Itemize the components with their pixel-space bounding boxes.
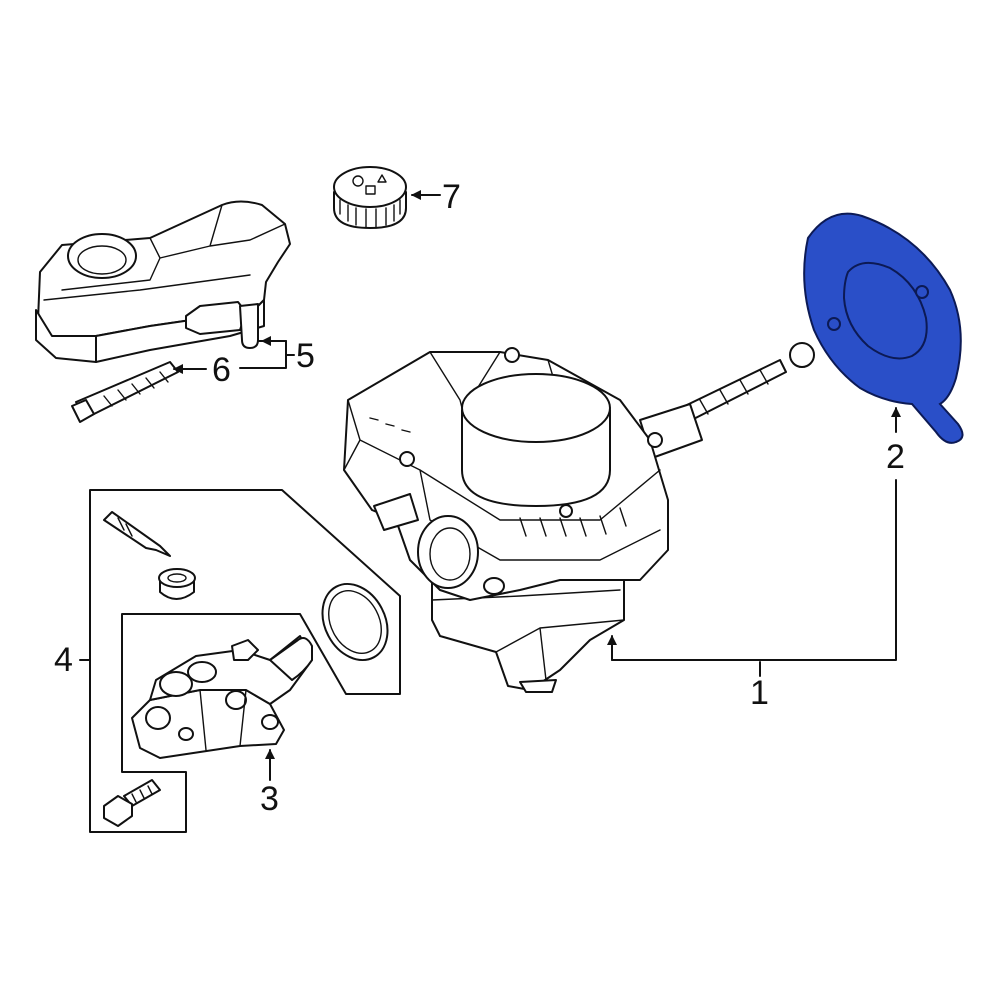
- fluid-level-sensor-part[interactable]: [71, 361, 179, 423]
- master-cylinder-part[interactable]: [131, 635, 313, 759]
- gasket-bolt-hole-lower: [827, 317, 841, 331]
- kit-bolt-part[interactable]: [103, 779, 161, 827]
- kit-pin-part[interactable]: [103, 511, 171, 557]
- brake-booster-part[interactable]: [343, 342, 815, 693]
- gasket-center-hole: [842, 261, 928, 360]
- callout-1-label: 1: [750, 674, 769, 712]
- reservoir-cap-part[interactable]: [333, 166, 407, 229]
- booster-gasket-part[interactable]: [803, 212, 964, 444]
- kit-o-ring-part[interactable]: [310, 573, 401, 672]
- brake-fluid-reservoir-part[interactable]: [35, 200, 291, 363]
- kit-grommet-part[interactable]: [158, 568, 196, 600]
- gasket-bolt-hole-upper: [915, 285, 929, 299]
- callout-2-label: 2: [886, 438, 905, 476]
- repair-kit-frame: [89, 489, 401, 833]
- callout-5-label: 5: [296, 337, 315, 375]
- callout-3-label: 3: [260, 780, 279, 818]
- callout-7-label: 7: [442, 178, 461, 216]
- callout-6-label: 6: [212, 351, 231, 389]
- callout-4-label: 4: [54, 641, 73, 679]
- callout-1-bracket: [611, 479, 897, 677]
